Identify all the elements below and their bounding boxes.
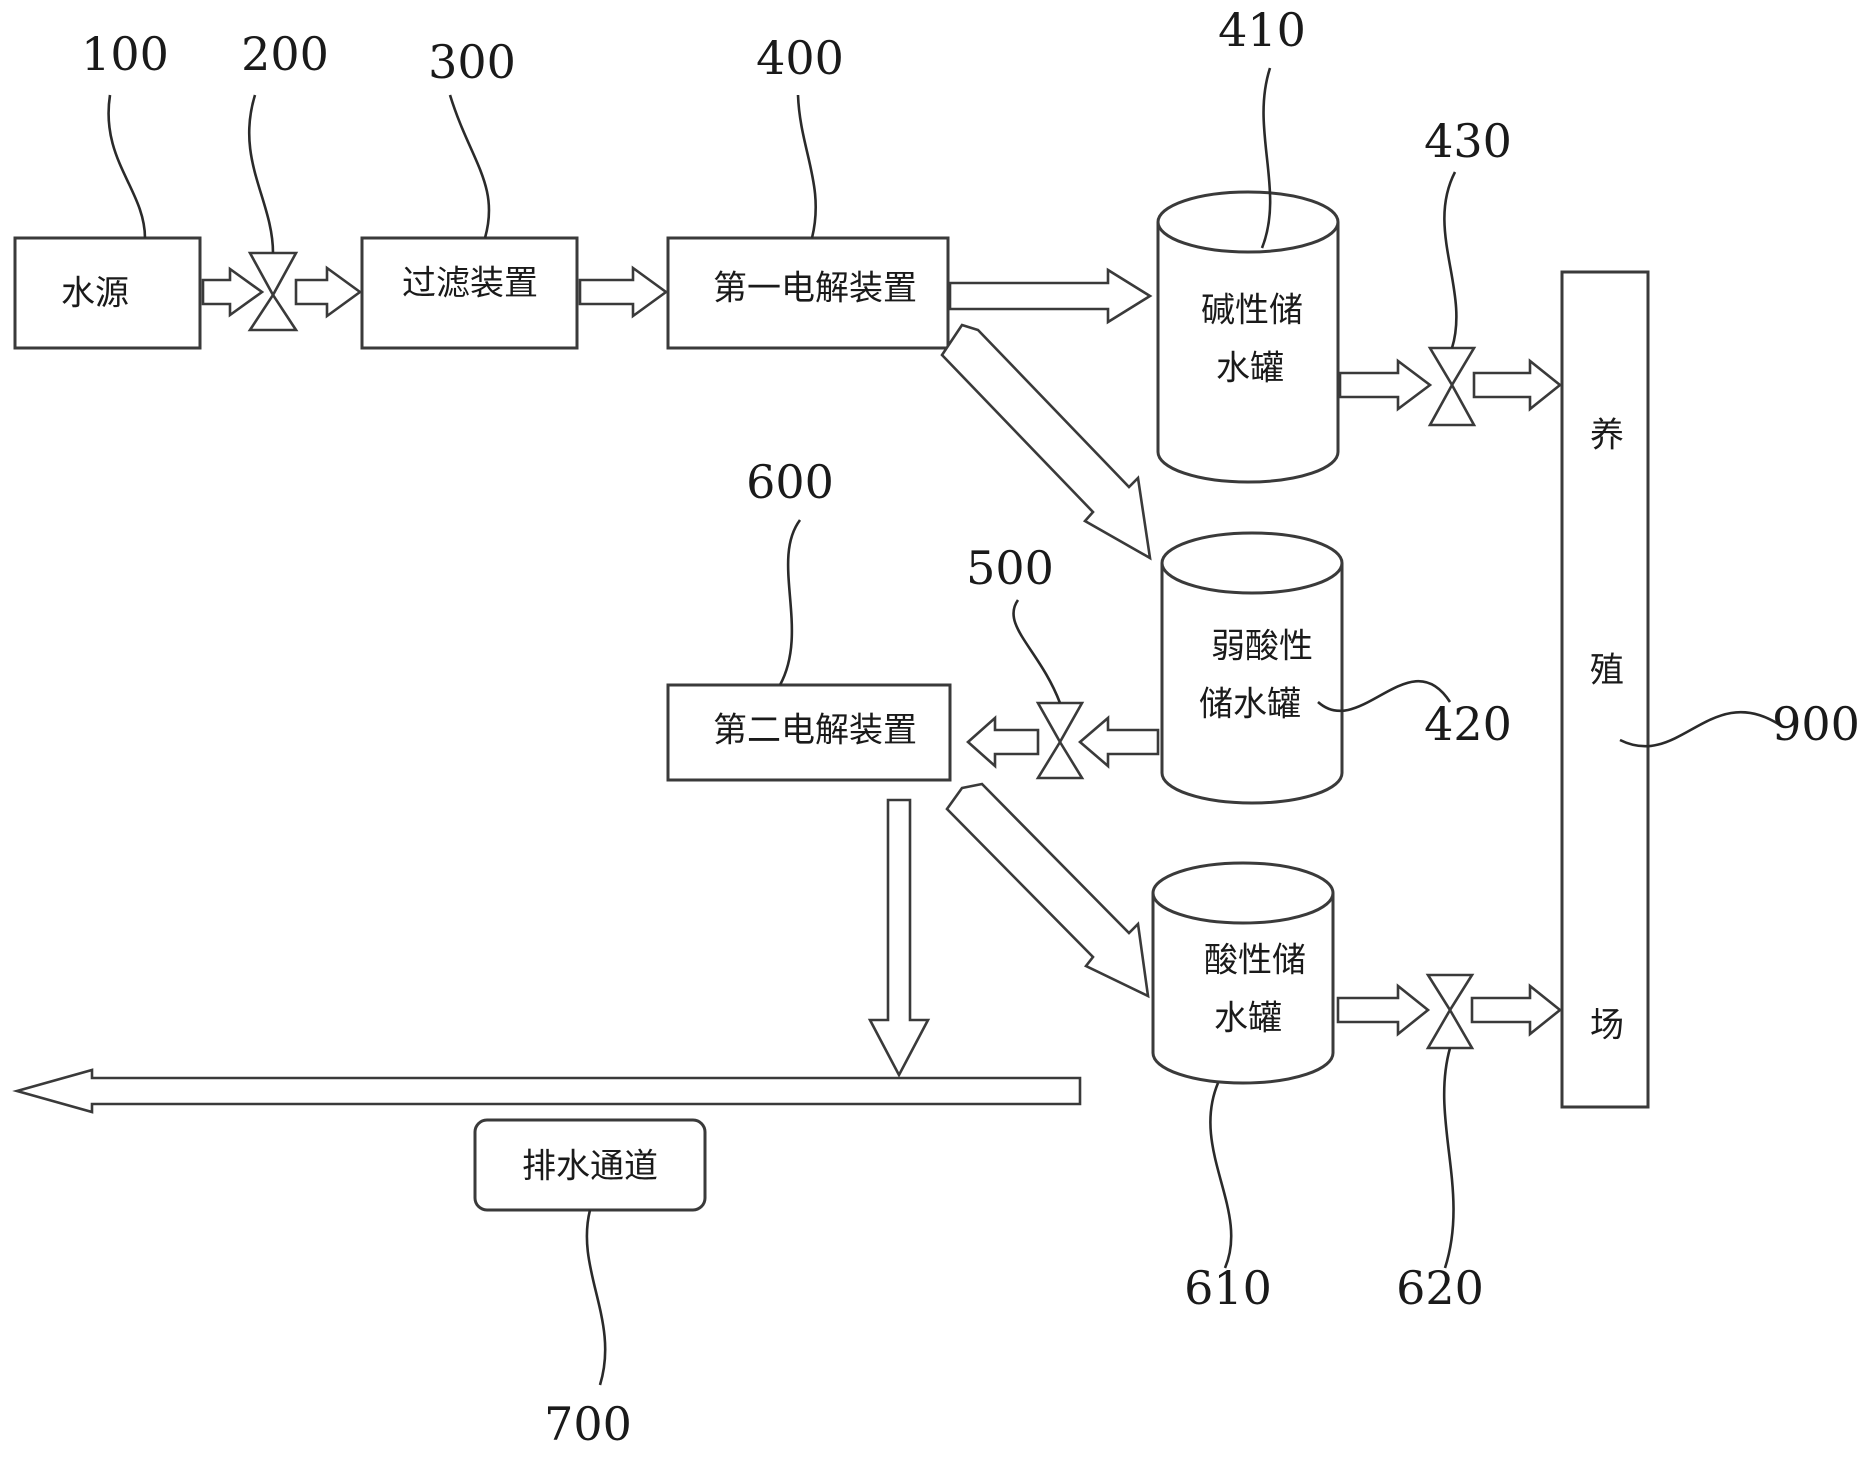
- flow-arrow-source-to-valve: [201, 266, 265, 318]
- water-source-label: 水源: [61, 274, 129, 314]
- weak-acid-tank: 弱酸性 储水罐: [1160, 531, 1344, 805]
- leader-400: [796, 94, 817, 239]
- drain-channel-arrow: [12, 1068, 1082, 1114]
- flow-arrow-electrolyzer1-to-weak-acid: [940, 323, 1152, 561]
- valve-620-icon: [1425, 973, 1475, 1050]
- leader-610: [1209, 1082, 1233, 1269]
- drain-label: 排水通道: [522, 1147, 658, 1187]
- flow-arrow-valve-to-filter: [294, 265, 363, 319]
- acidic-tank-label-line2: 水罐: [1214, 999, 1282, 1039]
- filter-block: 过滤装置: [360, 236, 579, 350]
- leader-600: [778, 519, 802, 686]
- ref-900: 900: [1772, 697, 1860, 751]
- flow-arrow-electrolyzer2-to-acidic: [945, 782, 1150, 999]
- ref-100: 100: [81, 27, 169, 81]
- weak-acid-tank-label-line2: 储水罐: [1199, 685, 1301, 725]
- acidic-tank-label-line1: 酸性储: [1204, 941, 1306, 981]
- leader-100: [107, 94, 147, 239]
- leader-500: [1012, 599, 1062, 704]
- leader-900: [1619, 710, 1781, 748]
- valve-430-icon: [1427, 346, 1477, 427]
- ref-410: 410: [1218, 3, 1306, 57]
- alkaline-tank: 碱性储 水罐: [1156, 190, 1340, 484]
- ref-400: 400: [756, 31, 844, 85]
- ref-420: 420: [1424, 697, 1512, 751]
- farm-label-char-2: 殖: [1590, 651, 1624, 691]
- electrolyzer-1-label: 第一电解装置: [713, 269, 917, 309]
- flow-arrow-valve430-to-farm: [1472, 358, 1563, 412]
- filter-label: 过滤装置: [402, 264, 538, 304]
- flow-arrow-alkaline-to-valve430: [1338, 358, 1433, 412]
- electrolyzer-2-block: 第二电解装置: [666, 683, 952, 782]
- farm-label-char-3: 场: [1590, 1006, 1624, 1046]
- flow-arrow-valve620-to-farm: [1470, 983, 1563, 1037]
- leader-620: [1442, 1047, 1455, 1269]
- farm-label-char-1: 养: [1590, 416, 1624, 456]
- acidic-tank: 酸性储 水罐: [1151, 861, 1335, 1085]
- flow-arrow-electrolyzer1-to-alkaline: [948, 267, 1153, 325]
- weak-acid-tank-label-line1: 弱酸性: [1211, 627, 1313, 667]
- farm-block: 养 殖 场: [1560, 270, 1650, 1109]
- flow-arrow-filter-to-electrolyzer1: [578, 265, 669, 319]
- water-source-block: 水源: [13, 236, 202, 350]
- flow-arrow-acidic-to-valve620: [1336, 983, 1431, 1037]
- flow-arrow-electrolyzer2-to-drain: [867, 798, 931, 1078]
- valve-500-icon: [1035, 701, 1085, 780]
- flow-arrow-weak-acid-to-valve500: [1078, 715, 1160, 769]
- alkaline-tank-label-line2: 水罐: [1216, 349, 1284, 389]
- leader-200: [247, 94, 275, 254]
- alkaline-tank-label-line1: 碱性储: [1201, 291, 1303, 331]
- flow-arrow-valve500-to-electrolyzer2: [966, 715, 1040, 769]
- leader-300: [448, 94, 491, 239]
- leader-410: [1260, 67, 1272, 249]
- ref-500: 500: [966, 541, 1054, 595]
- drain-block: 排水通道: [473, 1118, 707, 1212]
- ref-620: 620: [1396, 1261, 1484, 1315]
- ref-430: 430: [1424, 114, 1512, 168]
- leader-420: [1317, 679, 1452, 713]
- ref-300: 300: [428, 35, 516, 89]
- leader-700: [585, 1209, 607, 1386]
- ref-200: 200: [241, 27, 329, 81]
- electrolyzer-2-label: 第二电解装置: [713, 711, 917, 751]
- valve-200-icon: [247, 251, 299, 332]
- ref-610: 610: [1184, 1261, 1272, 1315]
- leader-430: [1443, 171, 1458, 349]
- ref-600: 600: [746, 455, 834, 509]
- electrolyzer-1-block: 第一电解装置: [666, 236, 950, 350]
- ref-700: 700: [544, 1397, 632, 1451]
